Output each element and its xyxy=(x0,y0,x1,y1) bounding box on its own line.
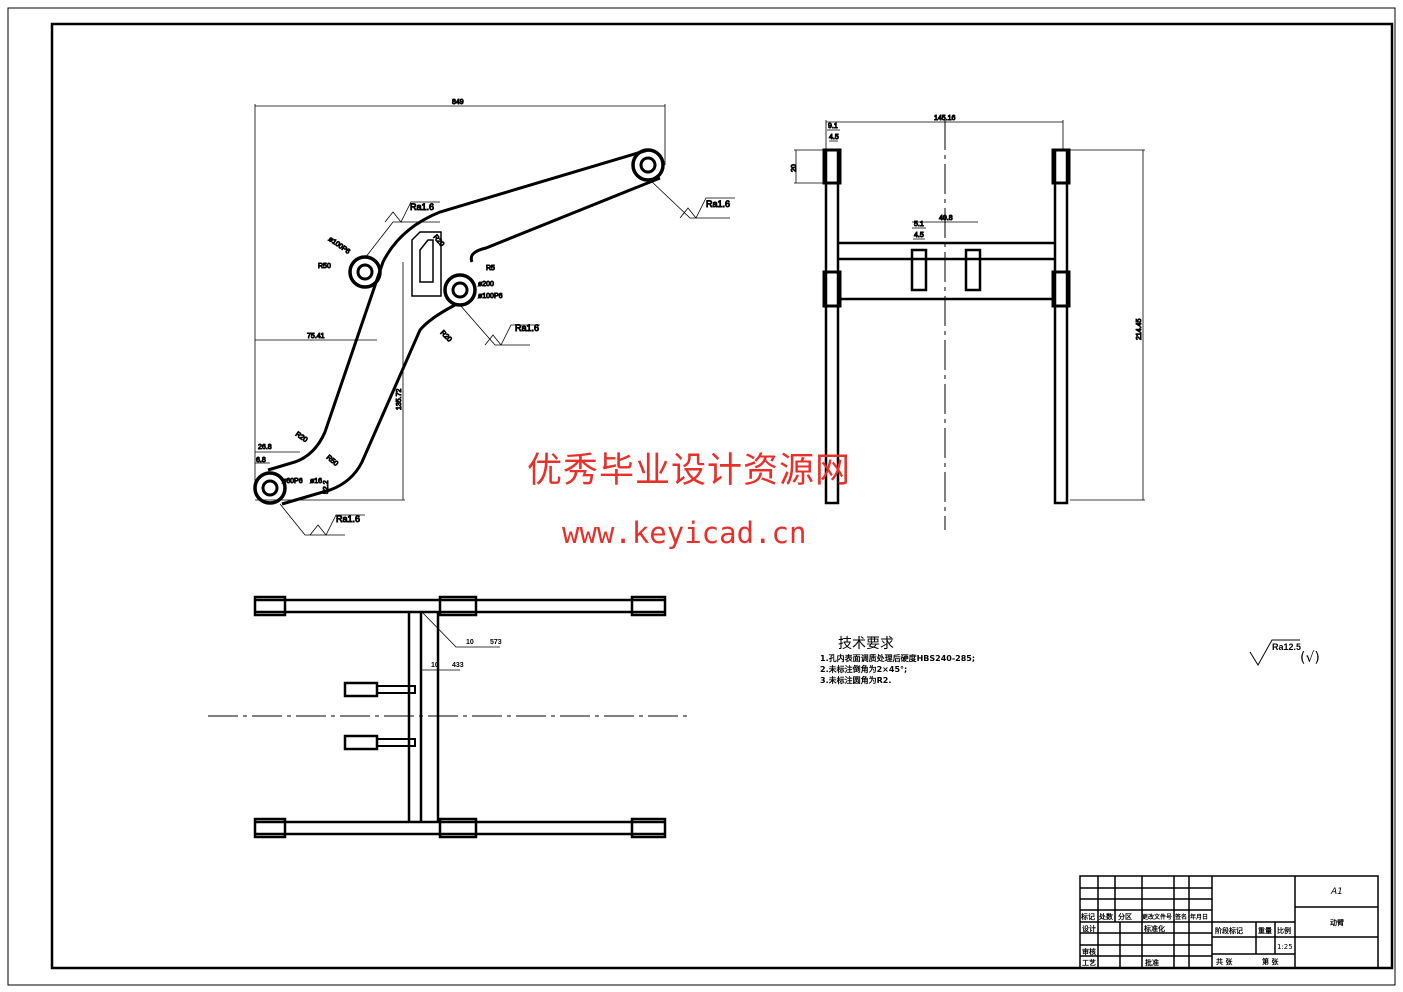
tb-header: 处数 xyxy=(1099,913,1113,921)
dim-front-height: 214.45 xyxy=(1136,318,1143,340)
inner-frame xyxy=(50,22,1394,970)
front-view: 145.16 9.1 4.5 20 40.8 5.1 4.5 214.45 xyxy=(791,115,1145,530)
dim-pin-spacing: 40.8 xyxy=(939,215,953,222)
dim-outer-mid: ø200 xyxy=(478,281,494,288)
dim-r50: R50 xyxy=(325,454,339,468)
dim-p1: 5.1 xyxy=(914,221,924,228)
watermark-url[interactable]: www.keyicad.cn xyxy=(562,516,807,550)
dim-p2: 4.5 xyxy=(914,232,924,239)
dim-height: 135.72 xyxy=(396,388,403,410)
dim-r20-c: R20 xyxy=(294,431,309,444)
dim-bore-mid: ø100P6 xyxy=(478,293,503,300)
pin-boss-top xyxy=(631,148,665,182)
dim-left-offset: 75.41 xyxy=(307,333,325,340)
tb-header: 年月日 xyxy=(1190,914,1209,921)
pin-boss-mid xyxy=(443,273,477,307)
roughness-label: Ra1.6 xyxy=(410,202,434,212)
general-roughness-symbol: (√) xyxy=(1300,650,1320,666)
dim-width: 145.16 xyxy=(934,115,956,122)
weld-length: 433 xyxy=(452,662,464,669)
dim-h2: 52.2 xyxy=(323,480,330,494)
tb-header: 标记 xyxy=(1081,913,1095,921)
roughness-label: Ra1.6 xyxy=(336,514,360,524)
general-roughness-value: Ra12.5 xyxy=(1272,642,1301,652)
tb-size: A1 xyxy=(1331,887,1343,897)
tech-req-item: 1.孔内表面调质处理后硬度HBS240-285; xyxy=(820,654,976,663)
tb-standardization: 标准化 xyxy=(1144,925,1165,933)
pin-boss-bottom xyxy=(253,471,287,505)
tb-scale-label: 比例 xyxy=(1277,927,1291,935)
dim-overall-width: 849 xyxy=(452,99,464,106)
tb-header: 更改文件号 xyxy=(1142,914,1173,921)
tech-req-title: 技术要求 xyxy=(838,636,894,652)
side-view: 849 75.41 135.72 26.8 6.8 ø100P6 R50 ø20… xyxy=(253,99,735,536)
tb-design: 设计 xyxy=(1082,925,1096,933)
dim-d2: 6.8 xyxy=(256,457,266,464)
dim-r20-b: R20 xyxy=(439,329,453,343)
tb-header: 分区 xyxy=(1118,913,1132,921)
dim-r5: R5 xyxy=(486,265,495,272)
tb-scale: 1:25 xyxy=(1277,943,1293,951)
tb-review: 审核 xyxy=(1082,948,1096,956)
dim-t1: 9.1 xyxy=(828,123,838,130)
top-view xyxy=(208,595,688,839)
roughness-label: Ra1.6 xyxy=(706,199,730,209)
dim-d1: 26.8 xyxy=(258,444,272,451)
technical-requirements: 技术要求 1.孔内表面调质处理后硬度HBS240-285; 2.未标注倒角为2×… xyxy=(820,635,975,686)
pin-boss-left xyxy=(348,255,382,289)
outer-frame xyxy=(7,7,1396,986)
dim-pin: ø60P6 xyxy=(282,478,303,485)
tb-process: 工艺 xyxy=(1082,959,1096,967)
tech-req-item: 3.未标注圆角为R2. xyxy=(820,676,892,685)
title-block xyxy=(1079,875,1379,969)
weld-size: 10 xyxy=(431,662,439,669)
dim-t2: 4.5 xyxy=(829,134,839,141)
tb-part-name: 动臂 xyxy=(1330,919,1344,927)
tb-weight: 重量 xyxy=(1258,927,1272,935)
tb-sheet-no: 第 张 xyxy=(1262,958,1279,966)
dim-r-left: R50 xyxy=(318,263,331,270)
dim-hole: ø16 xyxy=(310,478,322,485)
dim-bore-left: ø100P6 xyxy=(327,236,351,256)
tb-approve: 批准 xyxy=(1145,959,1159,967)
tb-header: 签名 xyxy=(1175,914,1188,921)
tb-stage-mark: 阶段标记 xyxy=(1215,927,1243,935)
tb-sheets-total: 共 张 xyxy=(1216,958,1233,966)
dim-h1: 20 xyxy=(791,164,798,172)
weld-size: 10 xyxy=(466,639,474,646)
weld-length: 573 xyxy=(490,639,502,646)
roughness-label: Ra1.6 xyxy=(515,323,539,333)
watermark-title: 优秀毕业设计资源网 xyxy=(527,451,852,491)
tech-req-item: 2.未标注倒角为2×45°; xyxy=(820,665,908,674)
